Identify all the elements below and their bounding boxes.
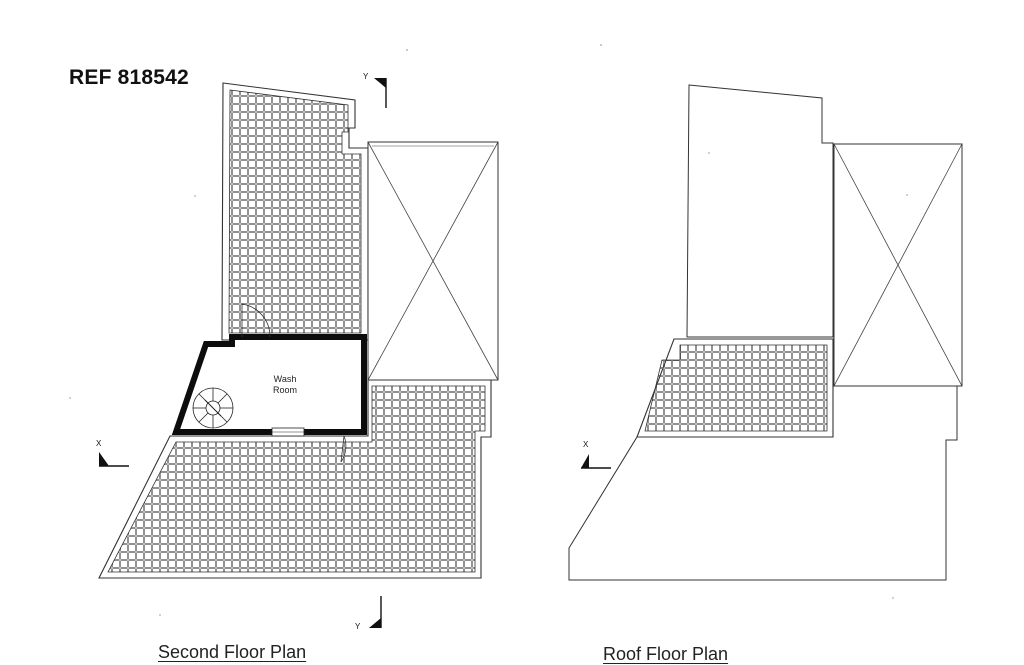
plan-title-roof-floor: Roof Floor Plan: [603, 644, 729, 664]
upper-terrace: [221, 82, 369, 341]
plan-title-second-floor: Second Floor Plan: [158, 642, 307, 662]
marker-label-y: Y: [363, 72, 369, 81]
section-marker-x-roof: X: [581, 440, 611, 469]
section-marker-y-top: Y: [363, 72, 387, 108]
roof-terrace: [636, 338, 834, 438]
lower-terrace: [98, 379, 492, 579]
roof-void-roof: [833, 143, 963, 387]
marker-label-x: X: [96, 439, 102, 448]
marker-label-x: X: [583, 440, 589, 449]
room-label-line1: Wash: [274, 374, 297, 384]
spiral-staircase: [192, 387, 234, 429]
section-marker-y-bottom: Y: [355, 596, 382, 631]
scan-specks: [69, 44, 908, 616]
reference-number: REF 818542: [69, 66, 189, 89]
door-swing-lower: [316, 435, 347, 463]
roof-floor-plan: X: [568, 84, 963, 581]
second-floor-plan: Wash Room Y Y: [96, 72, 499, 631]
door-swing-upper: [241, 303, 271, 338]
marker-label-y: Y: [355, 622, 361, 631]
wash-room: Wash Room: [171, 334, 367, 437]
room-label-line2: Room: [273, 385, 297, 395]
roof-void-second: [367, 141, 499, 381]
section-marker-x-second: X: [96, 439, 129, 467]
